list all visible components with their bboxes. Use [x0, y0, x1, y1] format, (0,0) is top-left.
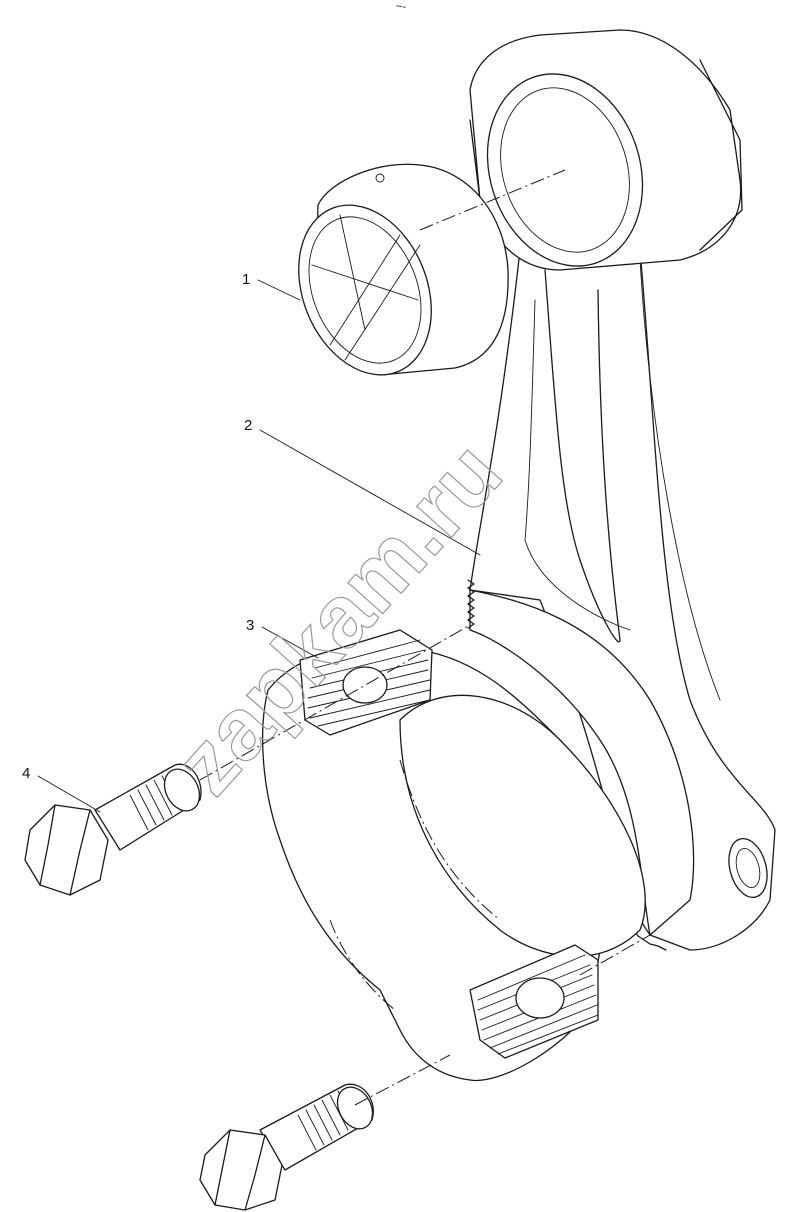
callout-label-2: 2 — [244, 417, 252, 434]
callout-label-1: 1 — [242, 271, 250, 288]
header-mark: ~- — [396, 1, 406, 13]
connecting-rod-cap — [262, 629, 646, 1082]
callout-3: 3 — [246, 617, 319, 659]
bushing — [298, 163, 509, 376]
callout-1: 1 — [242, 271, 301, 301]
callout-4: 4 — [22, 765, 101, 813]
callout-label-4: 4 — [22, 765, 30, 782]
callout-2: 2 — [244, 417, 481, 556]
callout-label-3: 3 — [246, 617, 254, 634]
bolt-upper — [24, 763, 202, 896]
assembly-center-lines — [199, 169, 651, 1106]
bolt-lower — [199, 1083, 374, 1211]
